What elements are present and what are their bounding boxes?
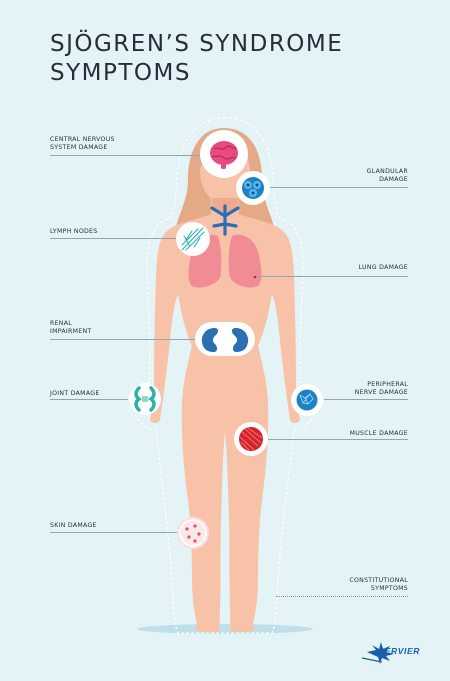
label-lung-line-1: LUNG DAMAGE [358,264,408,271]
peripheral-leader-line [324,399,408,400]
label-cns-line-2: SYSTEM DAMAGE [50,144,108,151]
label-joint-line-1: JOINT DAMAGE [50,390,100,397]
label-peripheral-line-1: PERIPHERAL [367,381,408,388]
title-line-1: SJÖGREN’S SYNDROME [50,31,344,57]
renal-leader-line [50,339,195,340]
glandular-leader-line [270,187,408,188]
skin-damage-marker [177,517,209,549]
label-constitutional-symptoms: CONSTITUTIONAL SYMPTOMS [349,577,408,593]
label-constitutional-line-2: SYMPTOMS [370,585,408,592]
glandular-damage-marker [236,171,270,205]
label-lymph-line-1: LYMPH NODES [50,228,98,235]
lymph-vessels [210,204,240,236]
page-title: SJÖGREN’S SYNDROME SYMPTOMS [50,30,343,88]
cns-leader-line [50,155,200,156]
cns-damage-marker [200,130,248,178]
right-lung [228,234,262,288]
label-joint-damage: JOINT DAMAGE [50,390,100,398]
label-glandular-damage: GLANDULAR DAMAGE [367,168,408,184]
lymph-nodes-marker [176,222,210,256]
label-peripheral-line-2: NERVE DAMAGE [354,389,408,396]
lung-leader-line [256,276,408,277]
label-peripheral-nerve-damage: PERIPHERAL NERVE DAMAGE [355,381,408,397]
lymph-leader-line [50,238,176,239]
label-lung-damage: LUNG DAMAGE [359,264,408,272]
label-muscle-line-1: MUSCLE DAMAGE [349,430,408,437]
constitutional-leader-line [276,596,408,597]
label-skin-line-1: SKIN DAMAGE [50,522,97,529]
label-muscle-damage: MUSCLE DAMAGE [350,430,408,438]
label-constitutional-line-1: CONSTITUTIONAL [349,577,408,584]
peripheral-nerve-marker [291,384,323,416]
servier-star-icon [361,642,394,664]
title-line-2: SYMPTOMS [50,60,191,86]
joint-leader-line [50,399,128,400]
label-glandular-line-2: DAMAGE [379,176,408,183]
label-lymph-nodes: LYMPH NODES [50,228,98,236]
servier-logo: SERVIER [378,646,420,656]
label-cns-line-1: CENTRAL NERVOUS [50,136,115,143]
label-renal-line-1: RENAL [50,320,73,327]
muscle-leader-line [268,439,408,440]
lung-marker [253,275,257,279]
label-glandular-line-1: GLANDULAR [366,168,408,175]
label-skin-damage: SKIN DAMAGE [50,522,97,530]
renal-impairment-marker [195,322,255,356]
floor-shadow [137,624,313,634]
joint-damage-marker [129,383,161,415]
skin-leader-line [50,532,177,533]
label-renal-impairment: RENAL IMPAIRMENT [50,320,92,336]
label-renal-line-2: IMPAIRMENT [50,328,92,335]
label-cns-damage: CENTRAL NERVOUS SYSTEM DAMAGE [50,136,115,152]
body-silhouette [150,196,300,632]
muscle-damage-marker [234,422,268,456]
